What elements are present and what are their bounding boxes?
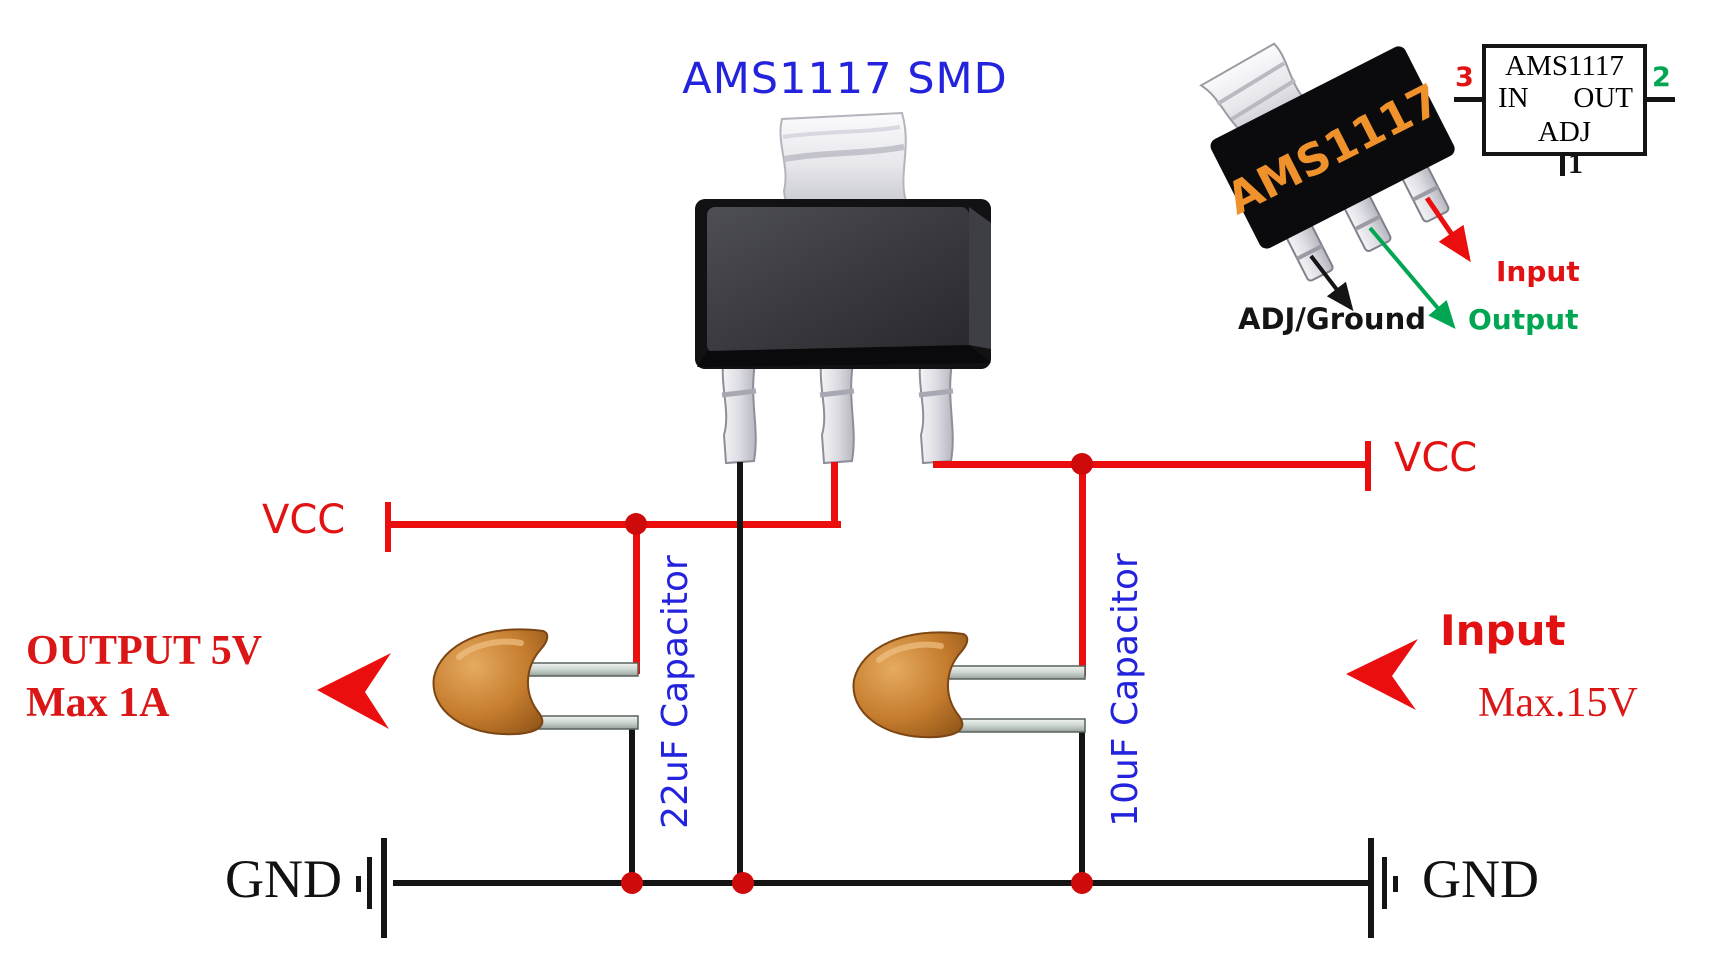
output-direction-arrow-icon bbox=[317, 653, 391, 729]
wire-cap-right-bottom bbox=[1079, 722, 1085, 888]
capacitor-left-image bbox=[432, 628, 639, 736]
output-arrow bbox=[1368, 226, 1456, 330]
output-annotation-line1: OUTPUT 5V bbox=[26, 628, 263, 674]
capacitor-right-image bbox=[852, 631, 1086, 739]
page-title: AMS1117 SMD bbox=[682, 54, 1008, 104]
cap-left-label: 22uF Capacitor bbox=[655, 555, 696, 829]
junction-dot-output bbox=[625, 513, 647, 535]
regulator-legs bbox=[721, 351, 955, 465]
vcc-right-terminal-bar bbox=[1365, 441, 1371, 491]
input-pin-label: Input bbox=[1496, 255, 1580, 288]
pinout-pin2-lead bbox=[1647, 97, 1675, 102]
chip-inset-body bbox=[1210, 46, 1455, 249]
pinout-pin1-lead bbox=[1560, 154, 1565, 176]
wire-cap-left-bottom bbox=[629, 720, 635, 888]
gnd-rail bbox=[393, 880, 1370, 886]
wire-vcc-right-horizontal bbox=[933, 461, 1370, 468]
gnd-right-label: GND bbox=[1422, 849, 1539, 909]
adj-arrow bbox=[1309, 254, 1354, 312]
pinout-pin1-number: 1 bbox=[1568, 147, 1583, 180]
pinout-out-label: OUT bbox=[1573, 82, 1633, 114]
adj-ground-label: ADJ/Ground bbox=[1238, 302, 1426, 336]
pinout-pin3-number: 3 bbox=[1455, 62, 1474, 93]
pinout-title: AMS1117 bbox=[1505, 50, 1624, 82]
wire-cap-left-top bbox=[633, 524, 640, 674]
junction-dot-gnd-mid bbox=[732, 872, 754, 894]
pinout-pin2-number: 2 bbox=[1652, 62, 1671, 93]
regulator-package-image bbox=[695, 111, 991, 465]
wire-cap-right-top bbox=[1079, 464, 1086, 676]
junction-dot-input bbox=[1071, 453, 1093, 475]
output-pin-label: Output bbox=[1468, 303, 1579, 336]
vcc-right-label: VCC bbox=[1394, 435, 1478, 481]
wire-out-pin-drop bbox=[831, 462, 838, 528]
input-arrow bbox=[1424, 196, 1471, 263]
wire-vcc-left-horizontal bbox=[390, 521, 841, 528]
chip-inset-image: AMS1117 bbox=[1199, 42, 1471, 330]
wire-adj-to-gnd bbox=[737, 462, 743, 888]
input-direction-arrow-icon bbox=[1346, 639, 1418, 710]
cap-right-label: 10uF Capacitor bbox=[1105, 553, 1146, 827]
junction-dot-gnd-right bbox=[1071, 872, 1093, 894]
output-annotation-line2: Max 1A bbox=[26, 680, 170, 726]
regulator-tab bbox=[779, 111, 908, 207]
regulator-body bbox=[695, 199, 991, 369]
gnd-left-label: GND bbox=[225, 849, 342, 909]
vcc-left-label: VCC bbox=[262, 497, 346, 543]
pinout-pin3-lead bbox=[1454, 97, 1482, 102]
pinout-box: AMS1117 IN OUT ADJ bbox=[1482, 44, 1647, 156]
input-annotation-line1: Input bbox=[1440, 606, 1566, 655]
pinout-adj-label: ADJ bbox=[1537, 116, 1592, 148]
pinout-in-label: IN bbox=[1498, 82, 1529, 114]
vcc-left-terminal-bar bbox=[385, 502, 391, 552]
junction-dot-gnd-left bbox=[621, 872, 643, 894]
input-annotation-line2: Max.15V bbox=[1478, 680, 1638, 726]
